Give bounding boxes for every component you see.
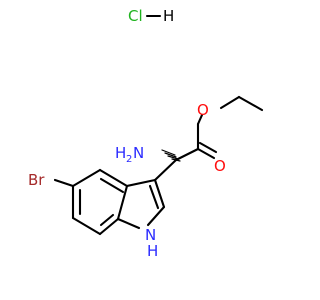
hydrochloride-salt: Cl H <box>128 7 174 25</box>
bond-c2-n1 <box>146 205 166 227</box>
carbonyl-oxygen-label: O <box>214 157 226 175</box>
molecule-structure: Cl H <box>28 7 264 260</box>
indole-n-label: N <box>145 226 156 244</box>
bond-c7-c7a-inner <box>99 213 115 227</box>
bond-c4-c5 <box>71 168 102 188</box>
bond-c3a-c4 <box>98 168 129 188</box>
bond-carbonyl-double-b <box>198 141 218 154</box>
atom-labels: H 2 N O O Br N H <box>28 101 226 260</box>
bonds <box>53 95 264 236</box>
chlorine-label: Cl <box>128 7 143 25</box>
bond-c3-c2 <box>153 178 166 209</box>
ester-oxygen-label: O <box>197 101 209 119</box>
bond-c3-c3a <box>125 178 157 188</box>
amine-subscript-label: 2 <box>126 154 132 165</box>
bond-ethyl-ch2-o <box>219 95 241 110</box>
indole-h-label: H <box>147 242 158 260</box>
bond-c7-c7a <box>98 217 120 236</box>
bond-o-carbonyl <box>196 113 204 126</box>
amine-n-label: N <box>133 144 144 162</box>
bond-alpha-c3 <box>153 158 178 182</box>
bond-alpha-carbonyl <box>174 147 200 162</box>
bond-carbonyl-double-a <box>196 147 216 160</box>
amine-h2-label: H <box>115 144 126 162</box>
bond-n1-c7a <box>116 217 141 230</box>
bond-c3-c2-inner <box>148 184 160 210</box>
bond-c3a-c4-inner <box>99 177 125 194</box>
bromine-label: Br <box>28 171 45 189</box>
bond-c3a-c7a <box>116 184 129 221</box>
bond-c6-c7 <box>71 216 102 236</box>
bond-ethyl-ch3-ch2 <box>237 95 264 112</box>
stereo-hash-wedge <box>161 149 181 162</box>
hydrogen-label: H <box>163 7 174 25</box>
bond-c5-br <box>53 178 75 188</box>
